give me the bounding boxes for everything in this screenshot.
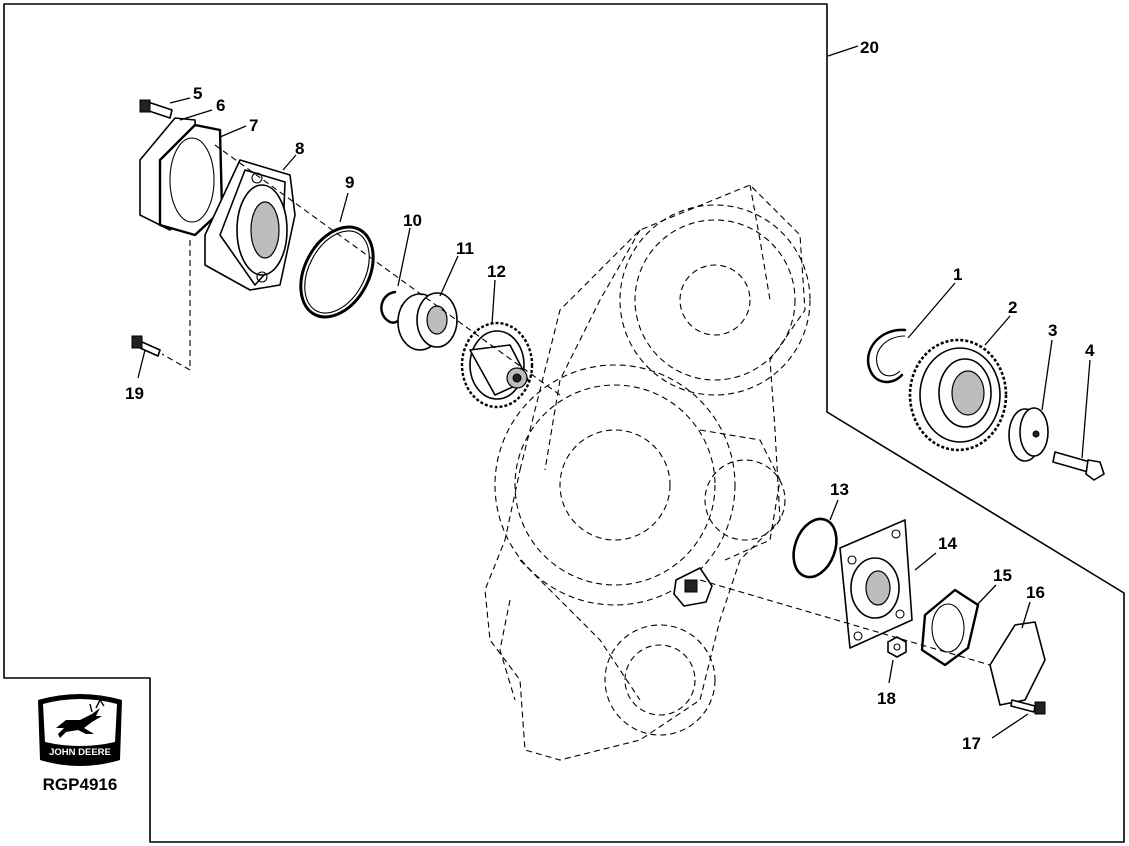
figure-id-label: RGP4916 — [42, 775, 118, 794]
hex-nut-18 — [887, 636, 907, 658]
callout-5: 5 — [193, 84, 202, 103]
cap-screw-4 — [1052, 451, 1105, 481]
cap-screw-19 — [131, 335, 161, 357]
callout-4: 4 — [1085, 341, 1095, 360]
cap-screw-5 — [139, 99, 173, 119]
o-ring-large — [299, 225, 375, 319]
callout-2: 2 — [1008, 298, 1017, 317]
john-deere-logo: JOHN DEERE — [38, 694, 122, 766]
square-flange — [839, 519, 913, 649]
callout-19: 19 — [125, 384, 144, 403]
bearing-housing — [204, 159, 296, 291]
callout-11: 11 — [456, 239, 474, 258]
deer-icon — [56, 698, 105, 738]
callout-14: 14 — [938, 534, 957, 553]
thrust-washer — [1008, 407, 1049, 462]
idler-gear-large — [908, 338, 1008, 452]
leader-lines — [137, 45, 1091, 739]
ball-bearing — [397, 292, 458, 351]
callout-3: 3 — [1048, 321, 1057, 340]
callout-16: 16 — [1026, 583, 1045, 602]
snap-ring-right — [867, 328, 907, 384]
cap-screw-17 — [1010, 699, 1046, 715]
callout-15: 15 — [993, 566, 1012, 585]
o-ring-small — [792, 517, 838, 579]
callout-17: 17 — [962, 734, 981, 753]
callout-20: 20 — [860, 38, 879, 57]
gear-housing-phantom — [484, 184, 811, 761]
callout-13: 13 — [830, 480, 849, 499]
logo-brand-text: JOHN DEERE — [49, 747, 111, 758]
flange-gasket — [920, 588, 980, 667]
callout-1: 1 — [953, 265, 962, 284]
callout-7: 7 — [249, 116, 258, 135]
callout-9: 9 — [345, 173, 354, 192]
idler-gear-small — [460, 321, 534, 409]
callout-12: 12 — [487, 262, 506, 281]
callout-8: 8 — [295, 139, 304, 158]
round-cover — [989, 621, 1046, 706]
diagram-frame — [3, 3, 1125, 843]
callout-6: 6 — [216, 96, 225, 115]
callout-18: 18 — [877, 689, 896, 708]
callout-10: 10 — [403, 211, 422, 230]
